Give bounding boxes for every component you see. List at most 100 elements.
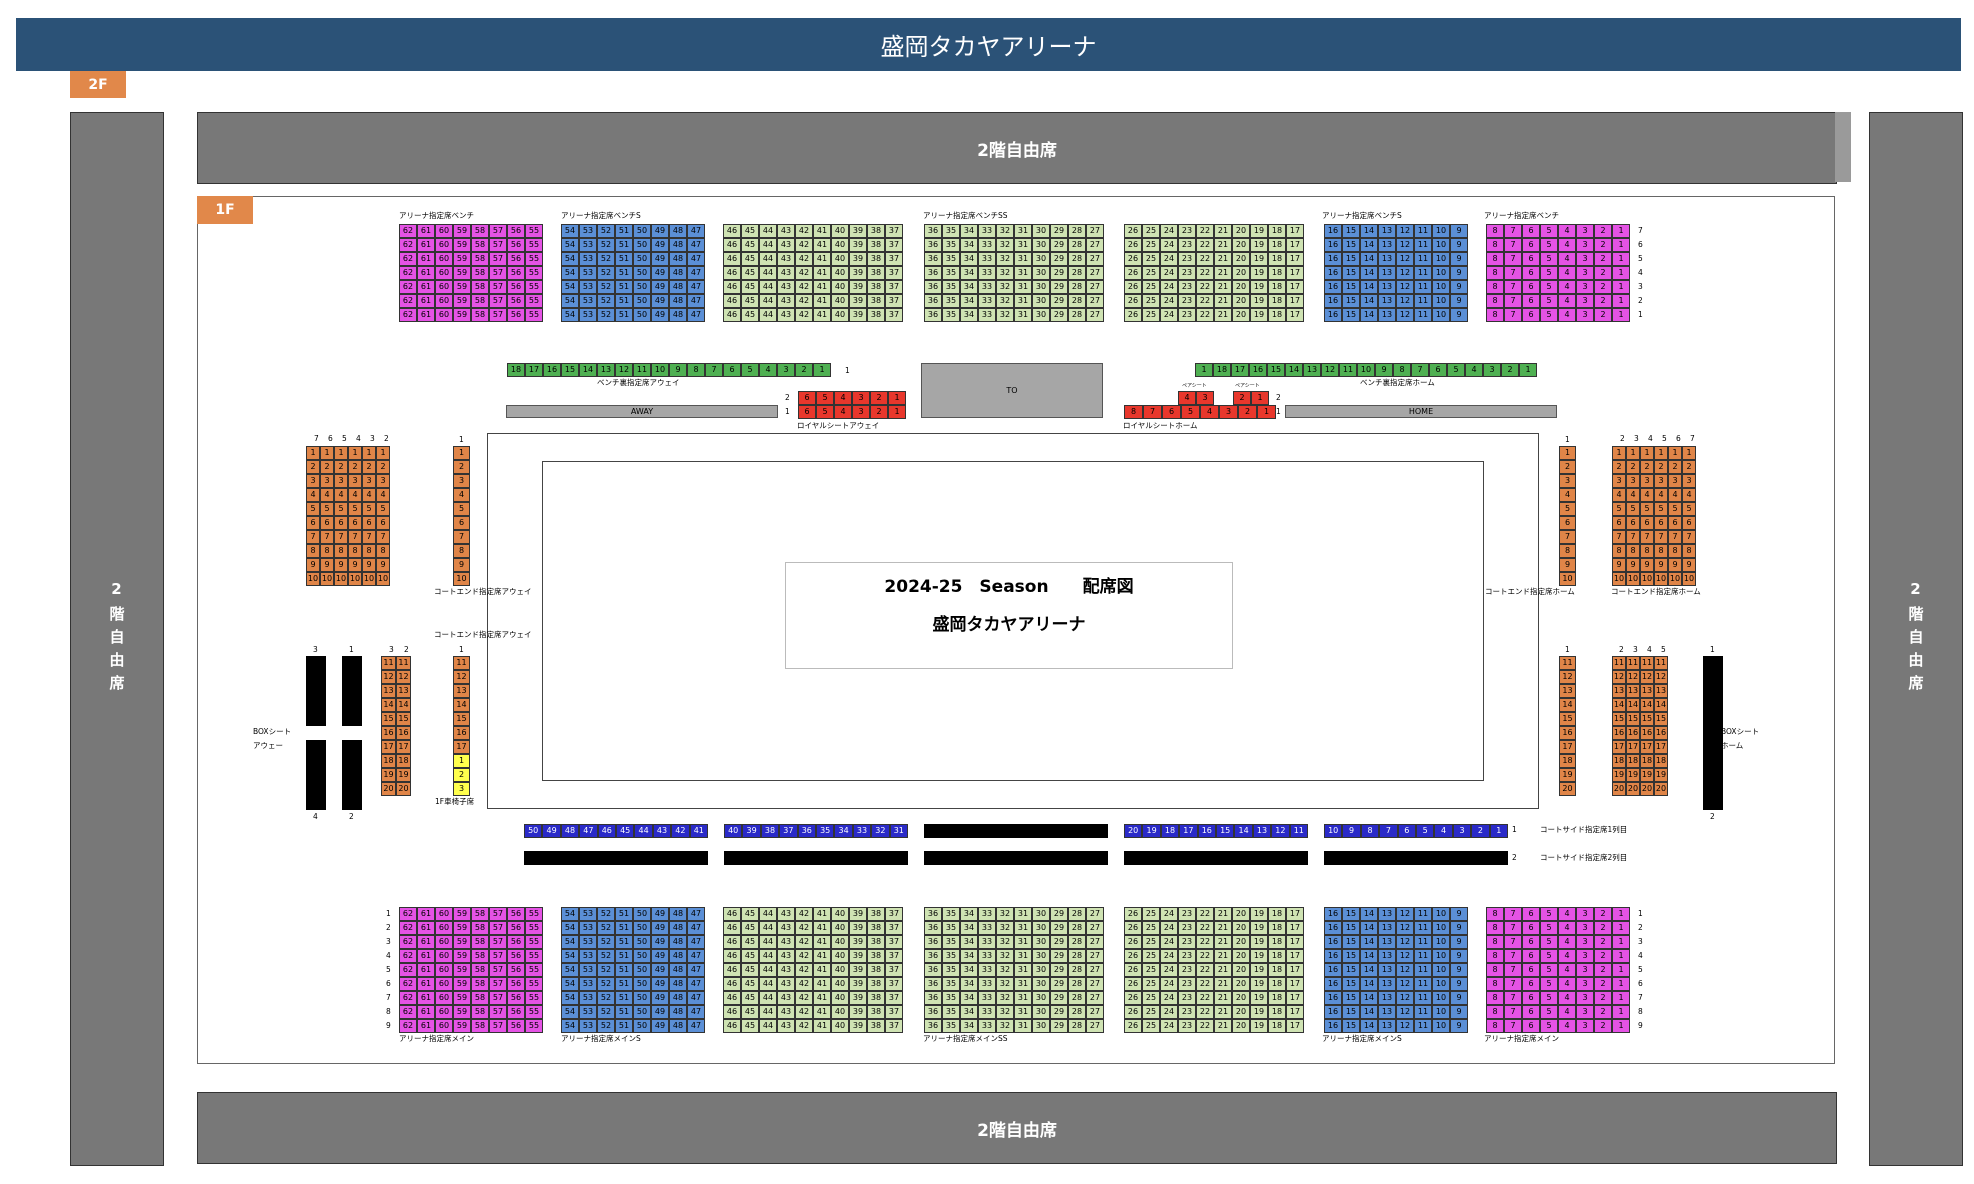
arena-seat[interactable]: 41 bbox=[813, 308, 831, 322]
end-seat[interactable]: 8 bbox=[1626, 544, 1640, 558]
arena-seat[interactable]: 27 bbox=[1086, 280, 1104, 294]
arena-seat[interactable]: 27 bbox=[1086, 935, 1104, 949]
arena-seat[interactable]: 33 bbox=[978, 991, 996, 1005]
arena-seat[interactable]: 37 bbox=[885, 963, 903, 977]
arena-seat[interactable]: 20 bbox=[1232, 1019, 1250, 1033]
arena-seat[interactable]: 21 bbox=[1214, 977, 1232, 991]
arena-seat[interactable]: 43 bbox=[777, 907, 795, 921]
ura-seat[interactable]: 13 bbox=[597, 363, 615, 377]
arena-seat[interactable]: 29 bbox=[1050, 935, 1068, 949]
arena-seat[interactable]: 26 bbox=[1124, 907, 1142, 921]
arena-seat[interactable]: 48 bbox=[669, 977, 687, 991]
arena-seat[interactable]: 37 bbox=[885, 1005, 903, 1019]
end-seat[interactable]: 16 bbox=[453, 726, 470, 740]
end-seat[interactable]: 5 bbox=[1654, 502, 1668, 516]
arena-seat[interactable]: 13 bbox=[1378, 308, 1396, 322]
arena-seat[interactable]: 2 bbox=[1594, 308, 1612, 322]
arena-seat[interactable]: 3 bbox=[1576, 252, 1594, 266]
arena-seat[interactable]: 60 bbox=[435, 1005, 453, 1019]
arena-seat[interactable]: 44 bbox=[759, 949, 777, 963]
royal-seat[interactable]: 3 bbox=[852, 405, 870, 419]
arena-seat[interactable]: 46 bbox=[723, 1005, 741, 1019]
arena-seat[interactable]: 8 bbox=[1486, 991, 1504, 1005]
arena-seat[interactable]: 41 bbox=[813, 224, 831, 238]
arena-seat[interactable]: 32 bbox=[996, 907, 1014, 921]
arena-seat[interactable]: 10 bbox=[1432, 1005, 1450, 1019]
arena-seat[interactable]: 1 bbox=[1612, 280, 1630, 294]
arena-seat[interactable]: 6 bbox=[1522, 238, 1540, 252]
arena-seat[interactable]: 12 bbox=[1396, 224, 1414, 238]
arena-seat[interactable]: 44 bbox=[759, 977, 777, 991]
arena-seat[interactable]: 47 bbox=[687, 963, 705, 977]
arena-seat[interactable]: 15 bbox=[1342, 921, 1360, 935]
arena-seat[interactable]: 61 bbox=[417, 280, 435, 294]
end-seat[interactable]: 12 bbox=[453, 670, 470, 684]
arena-seat[interactable]: 5 bbox=[1540, 949, 1558, 963]
arena-seat[interactable]: 1 bbox=[1612, 308, 1630, 322]
end-seat[interactable]: 5 bbox=[320, 502, 334, 516]
arena-seat[interactable]: 32 bbox=[996, 294, 1014, 308]
arena-seat[interactable]: 34 bbox=[960, 949, 978, 963]
arena-seat[interactable]: 33 bbox=[978, 1005, 996, 1019]
ura-seat[interactable]: 1 bbox=[813, 363, 831, 377]
arena-seat[interactable]: 50 bbox=[633, 308, 651, 322]
arena-seat[interactable]: 40 bbox=[831, 266, 849, 280]
arena-seat[interactable]: 36 bbox=[924, 308, 942, 322]
arena-seat[interactable]: 58 bbox=[471, 977, 489, 991]
arena-seat[interactable]: 13 bbox=[1378, 1005, 1396, 1019]
courtside-seat[interactable]: 42 bbox=[671, 824, 690, 838]
arena-seat[interactable]: 60 bbox=[435, 907, 453, 921]
arena-seat[interactable]: 34 bbox=[960, 1005, 978, 1019]
arena-seat[interactable]: 38 bbox=[867, 224, 885, 238]
box-seat-home[interactable] bbox=[1703, 656, 1723, 810]
arena-seat[interactable]: 16 bbox=[1324, 935, 1342, 949]
arena-seat[interactable]: 24 bbox=[1160, 963, 1178, 977]
arena-seat[interactable]: 46 bbox=[723, 977, 741, 991]
ura-seat[interactable]: 3 bbox=[777, 363, 795, 377]
arena-seat[interactable]: 8 bbox=[1486, 252, 1504, 266]
end-seat[interactable]: 14 bbox=[1626, 698, 1640, 712]
arena-seat[interactable]: 4 bbox=[1558, 977, 1576, 991]
end-seat[interactable]: 2 bbox=[348, 460, 362, 474]
arena-seat[interactable]: 3 bbox=[1576, 266, 1594, 280]
arena-seat[interactable]: 37 bbox=[885, 977, 903, 991]
courtside-seat[interactable]: 35 bbox=[816, 824, 835, 838]
arena-seat[interactable]: 39 bbox=[849, 1005, 867, 1019]
end-seat[interactable]: 4 bbox=[1640, 488, 1654, 502]
arena-seat[interactable]: 36 bbox=[924, 921, 942, 935]
arena-seat[interactable]: 36 bbox=[924, 907, 942, 921]
arena-seat[interactable]: 23 bbox=[1178, 252, 1196, 266]
arena-seat[interactable]: 42 bbox=[795, 921, 813, 935]
arena-seat[interactable]: 17 bbox=[1286, 266, 1304, 280]
arena-seat[interactable]: 32 bbox=[996, 224, 1014, 238]
arena-seat[interactable]: 30 bbox=[1032, 963, 1050, 977]
arena-seat[interactable]: 47 bbox=[687, 921, 705, 935]
arena-seat[interactable]: 60 bbox=[435, 991, 453, 1005]
arena-seat[interactable]: 11 bbox=[1414, 949, 1432, 963]
arena-seat[interactable]: 49 bbox=[651, 1019, 669, 1033]
ura-seat[interactable]: 7 bbox=[1411, 363, 1429, 377]
arena-seat[interactable]: 53 bbox=[579, 991, 597, 1005]
courtside-seat[interactable]: 15 bbox=[1216, 824, 1235, 838]
arena-seat[interactable]: 37 bbox=[885, 252, 903, 266]
arena-seat[interactable]: 34 bbox=[960, 1019, 978, 1033]
arena-seat[interactable]: 62 bbox=[399, 1005, 417, 1019]
courtside-seat[interactable]: 49 bbox=[542, 824, 561, 838]
arena-seat[interactable]: 28 bbox=[1068, 294, 1086, 308]
arena-seat[interactable]: 48 bbox=[669, 949, 687, 963]
arena-seat[interactable]: 61 bbox=[417, 266, 435, 280]
arena-seat[interactable]: 44 bbox=[759, 907, 777, 921]
box-seat-away-2[interactable] bbox=[342, 740, 362, 810]
end-seat[interactable]: 8 bbox=[348, 544, 362, 558]
arena-seat[interactable]: 10 bbox=[1432, 266, 1450, 280]
end-seat[interactable]: 6 bbox=[1559, 516, 1576, 530]
arena-seat[interactable]: 1 bbox=[1612, 224, 1630, 238]
end-seat[interactable]: 11 bbox=[453, 656, 470, 670]
end-seat[interactable]: 15 bbox=[381, 712, 396, 726]
arena-seat[interactable]: 8 bbox=[1486, 1019, 1504, 1033]
arena-seat[interactable]: 13 bbox=[1378, 977, 1396, 991]
arena-seat[interactable]: 5 bbox=[1540, 252, 1558, 266]
arena-seat[interactable]: 54 bbox=[561, 963, 579, 977]
arena-seat[interactable]: 37 bbox=[885, 308, 903, 322]
arena-seat[interactable]: 19 bbox=[1250, 224, 1268, 238]
